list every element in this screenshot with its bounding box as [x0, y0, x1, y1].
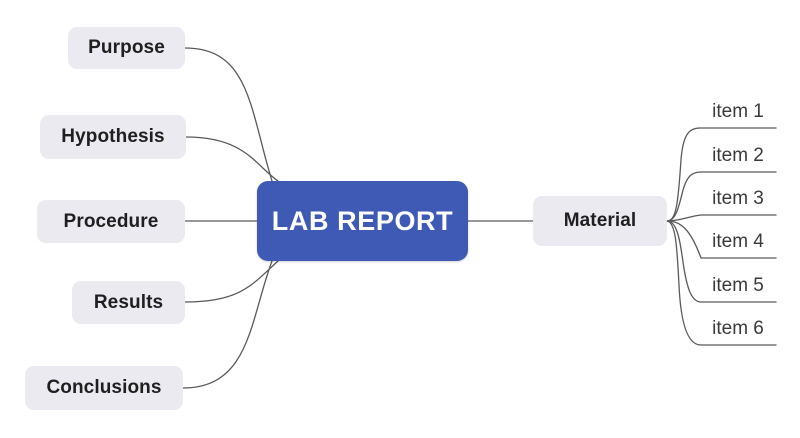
branch-node-conclusions[interactable]: Conclusions: [25, 366, 183, 410]
connector-conclusions: [182, 260, 273, 389]
connector-results: [184, 260, 279, 303]
leaf-node-label: item 3: [712, 188, 764, 209]
leaf-node-label: item 2: [712, 145, 764, 166]
branch-node-label: Material: [563, 210, 637, 231]
central-node-label: LAB REPORT: [271, 205, 454, 236]
leaf-node-item-3[interactable]: item 3: [700, 188, 776, 214]
leaf-node-label: item 4: [712, 231, 764, 252]
branch-node-hypothesis[interactable]: Hypothesis: [40, 115, 186, 159]
connector-purpose: [184, 47, 273, 182]
branch-node-purpose[interactable]: Purpose: [68, 27, 185, 69]
leaf-node-label: item 6: [712, 318, 764, 339]
branch-node-procedure[interactable]: Procedure: [37, 200, 185, 243]
leaf-node-item-1[interactable]: item 1: [700, 101, 776, 127]
leaf-node-item-6[interactable]: item 6: [700, 318, 776, 344]
branch-node-label: Conclusions: [46, 377, 162, 398]
connector-hypothesis: [185, 136, 279, 182]
central-node-lab-report[interactable]: LAB REPORT: [257, 181, 468, 261]
branch-node-label: Results: [93, 291, 164, 313]
branch-node-results[interactable]: Results: [72, 281, 185, 324]
leaf-node-label: item 5: [712, 275, 764, 296]
leaf-node-item-4[interactable]: item 4: [700, 231, 776, 257]
branch-node-label: Purpose: [88, 37, 165, 58]
branch-node-material[interactable]: Material: [533, 196, 667, 246]
leaf-node-item-2[interactable]: item 2: [700, 145, 776, 171]
leaf-node-label: item 1: [712, 101, 764, 122]
leaf-node-item-5[interactable]: item 5: [700, 275, 776, 301]
branch-node-label: Procedure: [63, 210, 159, 232]
branch-node-label: Hypothesis: [61, 126, 165, 147]
connector-item-3: [666, 214, 777, 222]
